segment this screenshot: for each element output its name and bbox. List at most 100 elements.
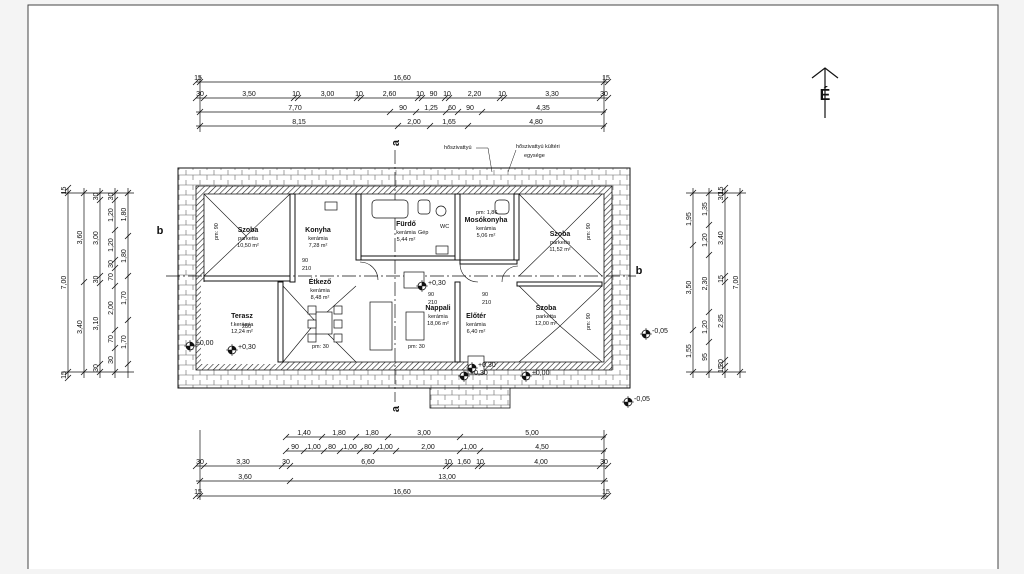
dim-h-4-3: 3,00	[417, 430, 431, 437]
room-floor: parketta	[536, 314, 557, 320]
dim-v-2-3: 3,10	[93, 317, 100, 331]
dim-h-8-1: 16,60	[393, 489, 411, 496]
dim-v-5-0: 1,95	[686, 212, 693, 226]
dim-h-5-5: 1,00	[379, 444, 393, 451]
dim-h-1-9: 2,20	[468, 91, 482, 98]
dim-h-2-2: 1,25	[424, 105, 438, 112]
room-floor: parketta	[238, 236, 259, 242]
terrace-door-height: 280	[242, 324, 251, 330]
level-value: +0,30	[470, 370, 488, 377]
level-marker-7: +0,30	[466, 362, 496, 374]
room-name: Előtér	[466, 313, 486, 320]
dimension-ticks	[64, 78, 744, 500]
dim-h-8-2: 15	[602, 489, 610, 496]
dim-v-7-0: 15	[718, 187, 725, 195]
room-floor: parketta	[550, 240, 571, 246]
room-name: Szoba	[238, 227, 259, 234]
building	[166, 150, 636, 409]
door-width-label: 90	[302, 258, 308, 264]
dim-v-4-3: 1,70	[121, 335, 128, 349]
dim-h-4-4: 5,00	[525, 430, 539, 437]
section-a-top: a	[390, 139, 402, 146]
room-area: 11,52 m²	[549, 247, 570, 253]
level-value: +0,30	[478, 362, 496, 369]
dim-v-0-1: 7,00	[61, 276, 68, 290]
level-value: +0,30	[428, 280, 446, 287]
dim-h-6-6: 10	[476, 459, 484, 466]
level-value: -0,05	[652, 328, 668, 335]
dim-h-5-3: 1,00	[343, 444, 357, 451]
level-marker-6: +0,30	[458, 370, 488, 382]
dim-v-3-1: 1,20	[108, 208, 115, 222]
room-name: Mosókonyha	[465, 217, 508, 224]
level-marker-0: +0,30	[226, 344, 256, 356]
dim-v-5-2: 1,55	[686, 344, 693, 358]
dim-h-5-7: 1,00	[463, 444, 477, 451]
dim-v-3-2: 1,20	[108, 238, 115, 252]
dim-h-1-5: 2,60	[383, 91, 397, 98]
room-floor: kerámia	[308, 236, 329, 242]
outdoor-unit-label-2: egysége	[524, 153, 545, 159]
dim-v-2-0: 30	[93, 193, 100, 201]
level-value: -0,05	[634, 396, 650, 403]
dim-v-7-1: 30	[718, 193, 725, 201]
room-area: 12,24 m²	[231, 329, 253, 335]
door-height-label-3: 210	[428, 300, 437, 306]
room-name: Étkező	[309, 277, 332, 286]
level-marker-2: +0,30	[416, 280, 446, 292]
dim-h-3-2: 1,65	[442, 119, 456, 126]
dim-h-1-3: 3,00	[321, 91, 335, 98]
room-area: 10,50 m²	[237, 243, 259, 249]
dim-v-7-5: 30	[718, 359, 725, 367]
pm-186-label: pm: 1,86	[476, 210, 497, 216]
dim-v-3-7: 30	[108, 356, 115, 364]
dim-h-6-3: 6,60	[361, 459, 375, 466]
top-dimension-lines	[196, 76, 608, 132]
dim-v-0-2: 15	[61, 371, 68, 379]
dim-h-1-2: 10	[292, 91, 300, 98]
level-markers: +0,30±0,00+0,30-0,05-0,05±0,00+0,30+0,30	[184, 280, 668, 408]
dim-h-5-6: 2,00	[421, 444, 435, 451]
dim-h-5-0: 90	[291, 444, 299, 451]
dim-v-3-0: 30	[108, 193, 115, 201]
pm-30-label-1: pm: 30	[312, 344, 329, 350]
room-name: Terasz	[231, 313, 253, 320]
room-floor: kerámia	[396, 230, 417, 236]
pm-30-label-2: pm: 30	[408, 344, 425, 350]
room-area: 7,28 m²	[309, 243, 328, 249]
machine-label: Gép	[418, 230, 428, 236]
heat-pump-label: hőszivattyú	[444, 145, 472, 151]
room-area: 8,48 m²	[311, 295, 330, 301]
dim-h-6-1: 3,30	[236, 459, 250, 466]
room-name: Konyha	[305, 227, 331, 234]
dim-h-6-8: 30	[600, 459, 608, 466]
terrace-area	[201, 282, 279, 364]
dim-h-3-0: 8,15	[292, 119, 306, 126]
dim-h-4-1: 1,80	[332, 430, 346, 437]
dim-h-1-8: 10	[443, 91, 451, 98]
door-height-label: 210	[302, 266, 311, 272]
dim-h-2-4: 90	[466, 105, 474, 112]
dim-h-5-4: 80	[364, 444, 372, 451]
dim-h-0-1: 16,60	[393, 75, 411, 82]
dim-h-3-3: 4,80	[529, 119, 543, 126]
outdoor-unit-label-1: hőszivattyú kültéri	[516, 144, 560, 150]
dim-v-0-0: 15	[61, 187, 68, 195]
room-floor: kerámia	[310, 288, 331, 294]
section-b-right: b	[636, 265, 643, 277]
section-markers: a a b b	[157, 139, 643, 412]
level-marker-1: ±0,00	[184, 340, 214, 352]
dim-h-0-0: 15	[194, 75, 202, 82]
dim-h-1-10: 10	[498, 91, 506, 98]
door-swings	[359, 261, 519, 283]
dim-h-1-4: 10	[355, 91, 363, 98]
entrance-steps	[429, 387, 511, 409]
dim-h-6-2: 30	[282, 459, 290, 466]
dim-h-4-2: 1,80	[365, 430, 379, 437]
dim-h-1-0: 30	[196, 91, 204, 98]
